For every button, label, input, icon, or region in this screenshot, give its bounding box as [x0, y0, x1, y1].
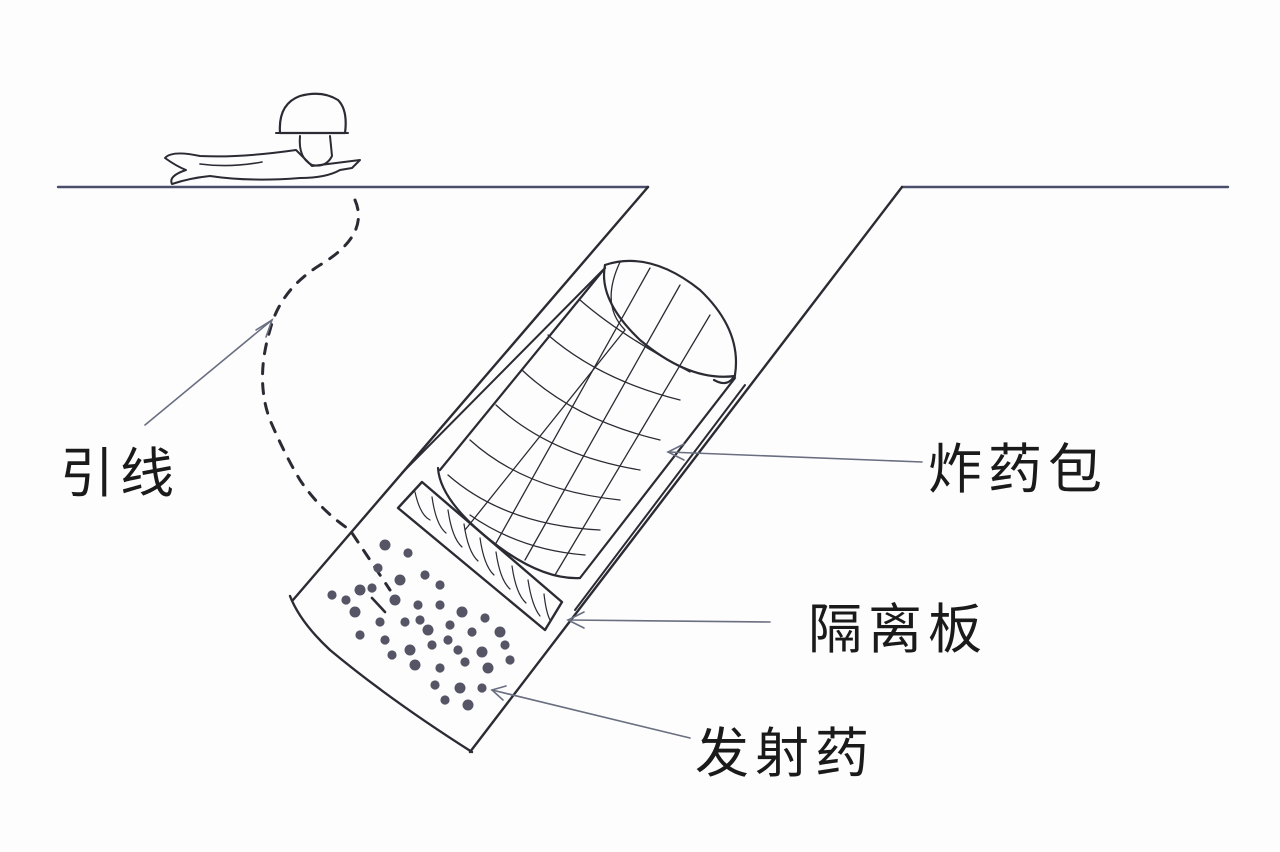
propellant-pellet — [394, 574, 406, 586]
arrow-fuse — [255, 318, 274, 338]
separator-plate — [396, 480, 564, 632]
propellant-pellet — [379, 539, 391, 551]
propellant-pellet — [477, 683, 487, 693]
propellant-pellet — [400, 617, 410, 627]
arrow-charge — [666, 443, 685, 461]
propellant-pellet — [389, 594, 401, 606]
propellant-pellet — [430, 680, 440, 690]
helmet — [278, 92, 347, 135]
propellant-pellet — [422, 624, 434, 636]
propellant-pellet — [420, 570, 430, 580]
propellant-pellet — [413, 600, 423, 610]
charge-net — [447, 261, 711, 576]
leader-fuse — [144, 319, 273, 426]
propellant-pellet — [409, 659, 421, 671]
propellant-pellet — [482, 662, 494, 674]
leader-separator — [567, 619, 771, 623]
label-propellant: 发射药 — [695, 722, 875, 785]
label-separator-plate: 隔离板 — [808, 598, 988, 661]
propellant-pellet — [505, 655, 515, 665]
propellant-pellet — [456, 606, 468, 618]
fuse-end-mark — [370, 596, 387, 614]
propellant-pellet — [443, 635, 453, 645]
propellant-pellet — [373, 563, 383, 573]
propellant-pellet — [375, 617, 385, 627]
propellant-pellet — [327, 590, 337, 600]
body-detail — [199, 161, 263, 167]
launcher-barrel — [401, 269, 746, 611]
separator-hatching — [414, 491, 551, 621]
body — [164, 149, 361, 185]
barrel-inner-left-wall — [401, 269, 604, 474]
propellant-pellet — [435, 580, 445, 590]
propellant-pellet — [435, 663, 445, 673]
propellant-pellet — [367, 583, 377, 593]
label-fuse: 引线 — [60, 442, 180, 505]
prone-soldier-icon — [164, 92, 361, 185]
propellant-pellet — [445, 620, 455, 630]
propellant-pellet — [355, 630, 365, 640]
propellant-pellet — [403, 548, 413, 558]
propellant-pellet — [453, 645, 463, 655]
propellant-pellet — [467, 627, 477, 637]
propellant-pellet — [494, 626, 506, 638]
propellant-pellet — [341, 595, 351, 605]
propellant-pellet — [476, 646, 488, 658]
launch-pit — [288, 185, 904, 754]
propellant-pellet — [435, 600, 445, 610]
propellant-pellet — [480, 613, 490, 623]
barrel-inner-right-wall — [574, 384, 746, 611]
propellant-pellet — [500, 640, 510, 650]
charge-top-rim — [603, 259, 738, 385]
explosive-charge — [436, 259, 738, 580]
propellant-pellet — [462, 699, 474, 711]
propellant-pellet — [349, 606, 361, 618]
separator-outline — [396, 480, 564, 632]
pit-wall-right — [468, 185, 904, 754]
head — [298, 135, 333, 167]
leader-charge — [667, 451, 923, 463]
propellant-pellets — [327, 539, 515, 711]
propellant-pellet — [427, 640, 437, 650]
propellant-pellet — [354, 584, 366, 596]
propellant-pellet — [460, 657, 470, 667]
propellant-pellet — [380, 635, 390, 645]
arrow-separator — [566, 611, 585, 629]
label-explosive-charge: 炸药包 — [928, 438, 1108, 501]
pit-wall-left — [291, 185, 650, 602]
charge-side-right — [578, 376, 737, 580]
propellant-pellet — [415, 615, 425, 625]
fuse-wire — [261, 198, 392, 592]
propellant-pellet — [404, 644, 416, 656]
leader-lines — [144, 318, 923, 739]
charge-side-left — [438, 266, 607, 472]
leader-propellant — [491, 689, 691, 739]
propellant-pellet — [440, 695, 450, 705]
charge-top-rim-back — [602, 263, 737, 378]
propellant-pellet — [454, 682, 466, 694]
pit-bottom — [288, 594, 474, 754]
arrow-propellant — [490, 685, 507, 701]
propellant-pellet — [387, 650, 397, 660]
